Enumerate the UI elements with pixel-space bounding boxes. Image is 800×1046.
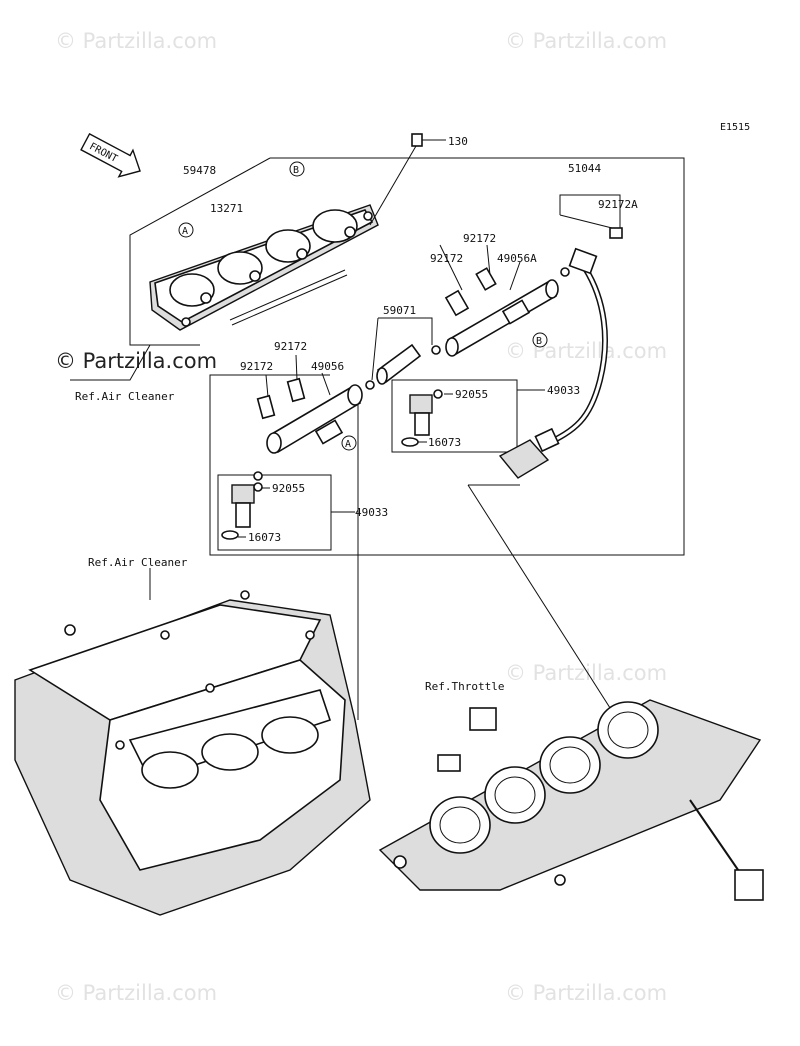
watermark: © Partzilla.com bbox=[505, 981, 667, 1005]
ref-air-cleaner-mid: Ref.Air Cleaner bbox=[88, 556, 188, 569]
part-92172-left-2: 92172 bbox=[240, 360, 273, 373]
part-16073-right: 16073 bbox=[428, 436, 461, 449]
part-13271: 13271 bbox=[210, 202, 243, 215]
ref-air-cleaner-top: Ref.Air Cleaner bbox=[75, 390, 175, 403]
callout-a-label: A bbox=[345, 439, 351, 450]
part-49033-left: 49033 bbox=[355, 506, 388, 519]
throttle-body bbox=[378, 699, 764, 901]
part-92172-right-2: 92172 bbox=[430, 252, 463, 265]
watermark: © Partzilla.com bbox=[505, 339, 667, 363]
part-92172a: 92172A bbox=[598, 198, 638, 211]
part-59478: 59478 bbox=[183, 164, 216, 177]
part-59071: 59071 bbox=[383, 304, 416, 317]
ref-throttle: Ref.Throttle bbox=[425, 680, 504, 693]
part-16073-left: 16073 bbox=[248, 531, 281, 544]
part-92055-left: 92055 bbox=[272, 482, 305, 495]
callout-b-label: B bbox=[293, 165, 299, 176]
watermark: © Partzilla.com bbox=[505, 29, 667, 53]
frame-lines bbox=[70, 157, 685, 756]
part-92172-left-1: 92172 bbox=[274, 340, 307, 353]
injector-left-icon bbox=[221, 482, 263, 540]
part-49056: 49056 bbox=[311, 360, 344, 373]
callout-b: B B bbox=[289, 161, 548, 348]
watermark: © Partzilla.com bbox=[55, 29, 217, 53]
joint-pipe bbox=[365, 343, 422, 390]
watermark: © Partzilla.com bbox=[55, 981, 217, 1005]
callout-a: A A bbox=[178, 222, 357, 451]
part-92055-right: 92055 bbox=[455, 388, 488, 401]
part-49033-right: 49033 bbox=[547, 384, 580, 397]
delivery-pipe-right bbox=[431, 267, 559, 357]
part-92172-right-1: 92172 bbox=[463, 232, 496, 245]
bolt-icon bbox=[369, 133, 423, 226]
part-49056a: 49056A bbox=[497, 252, 537, 265]
fuel-hose bbox=[498, 227, 623, 479]
air-cleaner-body bbox=[14, 590, 371, 916]
diagram-code: E1515 bbox=[720, 122, 750, 133]
delivery-pipe-left bbox=[253, 377, 363, 481]
part-130: 130 bbox=[448, 135, 468, 148]
callout-b-label: B bbox=[536, 336, 542, 347]
watermark: © Partzilla.com bbox=[505, 661, 667, 685]
air-box-cover bbox=[149, 204, 379, 331]
part-51044: 51044 bbox=[568, 162, 601, 175]
front-arrow-icon: FRONT bbox=[80, 132, 141, 178]
callout-a-label: A bbox=[182, 226, 188, 237]
